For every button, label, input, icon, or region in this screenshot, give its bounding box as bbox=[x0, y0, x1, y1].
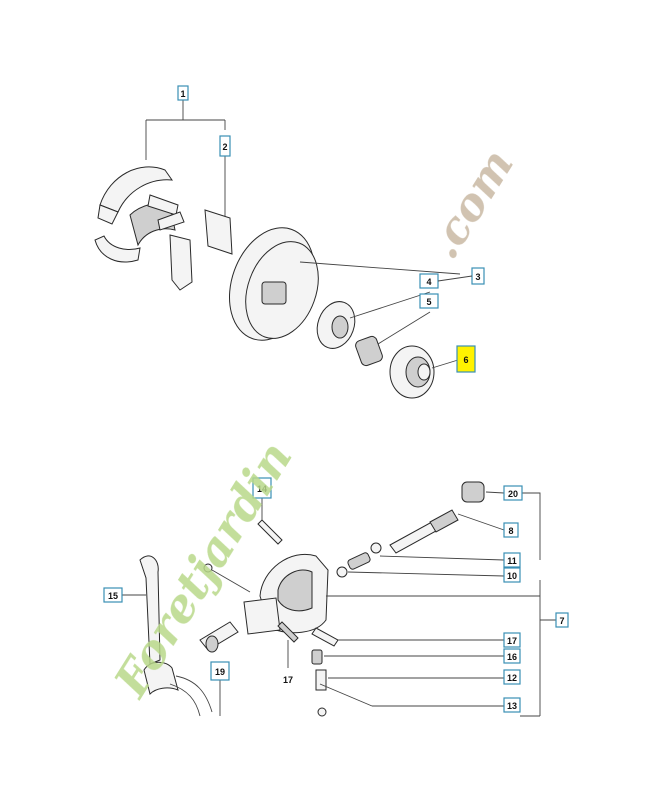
spring-pin-part bbox=[336, 542, 505, 578]
svg-text:13: 13 bbox=[507, 701, 517, 711]
svg-text:5: 5 bbox=[426, 297, 431, 307]
callout-19: 19 bbox=[210, 661, 230, 681]
svg-text:20: 20 bbox=[508, 489, 518, 499]
svg-text:1: 1 bbox=[180, 89, 185, 99]
clutch-spring-part bbox=[169, 209, 233, 291]
svg-text:12: 12 bbox=[507, 673, 517, 683]
washer-part bbox=[389, 345, 459, 399]
callout-16: 16 bbox=[503, 648, 521, 664]
callout-1: 1 bbox=[177, 85, 189, 101]
svg-text:19: 19 bbox=[215, 667, 225, 677]
sprocket-part bbox=[316, 291, 431, 349]
callout-15: 15 bbox=[103, 587, 123, 603]
callout-8: 8 bbox=[503, 522, 519, 538]
callout-3: 3 bbox=[471, 267, 485, 285]
svg-text:6: 6 bbox=[463, 355, 468, 365]
pump-pin-part bbox=[277, 621, 504, 717]
svg-text:17: 17 bbox=[507, 636, 517, 646]
cap-part bbox=[461, 481, 505, 503]
svg-text:15: 15 bbox=[108, 591, 118, 601]
watermark-tld-text: .com bbox=[418, 141, 524, 268]
label-17-plain: 17 bbox=[283, 675, 293, 685]
callout-2: 2 bbox=[219, 135, 231, 157]
needle-bearing-part bbox=[355, 311, 431, 367]
svg-text:3: 3 bbox=[475, 272, 480, 282]
clutch-shoe-part bbox=[94, 166, 185, 263]
worm-shaft-part bbox=[389, 509, 505, 554]
hose-part bbox=[143, 661, 221, 717]
callout-11: 11 bbox=[503, 552, 521, 568]
callout-6-highlighted: 6 bbox=[456, 345, 476, 373]
svg-text:4: 4 bbox=[426, 277, 431, 287]
svg-text:14: 14 bbox=[257, 484, 267, 494]
svg-text:11: 11 bbox=[507, 556, 517, 566]
callout-12: 12 bbox=[503, 669, 521, 685]
svg-text:16: 16 bbox=[507, 652, 517, 662]
pump-housing-part bbox=[243, 553, 540, 635]
svg-text:17: 17 bbox=[283, 675, 293, 685]
clutch-drum-part bbox=[228, 227, 461, 341]
svg-text:10: 10 bbox=[507, 571, 517, 581]
svg-text:8: 8 bbox=[508, 526, 513, 536]
oil-pump-assembly bbox=[122, 481, 556, 717]
callout-4: 4 bbox=[419, 273, 439, 289]
callout-17: 17 bbox=[503, 632, 521, 648]
callout-13: 13 bbox=[503, 697, 521, 713]
svg-text:7: 7 bbox=[559, 616, 564, 626]
svg-text:2: 2 bbox=[222, 142, 227, 152]
callout-14: 14 bbox=[252, 477, 272, 499]
callout-5: 5 bbox=[419, 293, 439, 309]
screw-part bbox=[257, 498, 283, 545]
callout-20: 20 bbox=[503, 485, 523, 501]
callout-10: 10 bbox=[503, 567, 521, 583]
callout-7: 7 bbox=[555, 612, 569, 628]
pump-body-part bbox=[199, 563, 251, 653]
clutch-assembly bbox=[94, 100, 461, 399]
